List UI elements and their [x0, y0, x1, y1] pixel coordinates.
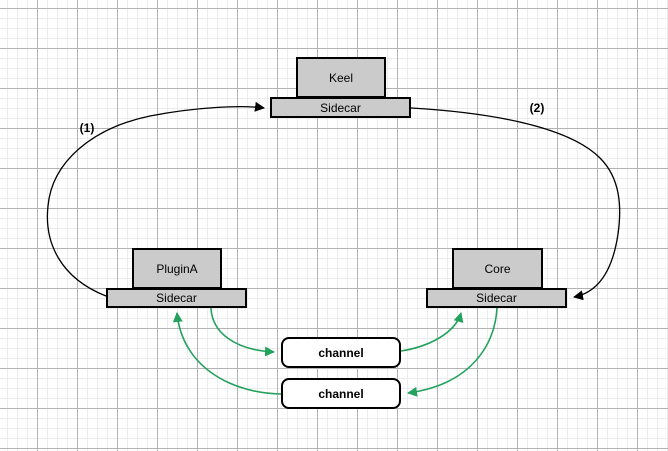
- node-keel-label: Keel: [328, 70, 354, 85]
- edge-plugina-sidecar-to-channel-top[interactable]: [210, 307, 275, 357]
- node-channel-bottom-label: channel: [318, 386, 364, 401]
- node-core-sidecar-label: Sidecar: [476, 291, 517, 305]
- node-channel-top-label: channel: [318, 345, 364, 360]
- node-keel-sidecar[interactable]: Sidecar: [270, 97, 411, 118]
- edge-channel-top-to-core-sidecar[interactable]: [400, 312, 464, 352]
- node-plugina-label: PluginA: [156, 261, 198, 276]
- node-core-label: Core: [484, 261, 511, 276]
- node-plugina-sidecar[interactable]: Sidecar: [106, 288, 247, 308]
- node-keel-sidecar-label: Sidecar: [320, 100, 361, 115]
- node-plugina[interactable]: PluginA: [132, 248, 222, 289]
- edge-step2-keel-sidecar-to-core-sidecar[interactable]: [410, 107, 621, 301]
- edge-label-step1[interactable]: (1): [79, 121, 95, 135]
- edge-label-step2[interactable]: (2): [529, 101, 545, 115]
- node-plugina-sidecar-label: Sidecar: [156, 291, 197, 305]
- edge-step1-plugina-sidecar-to-keel-sidecar[interactable]: [46, 101, 265, 297]
- edge-core-sidecar-to-channel-bottom[interactable]: [407, 307, 498, 397]
- node-core-sidecar[interactable]: Sidecar: [426, 288, 567, 308]
- node-keel[interactable]: Keel: [296, 57, 386, 98]
- node-channel-bottom[interactable]: channel: [281, 378, 401, 409]
- node-core[interactable]: Core: [452, 248, 543, 289]
- node-channel-top[interactable]: channel: [281, 337, 401, 368]
- edge-channel-bottom-to-plugina-sidecar[interactable]: [172, 312, 282, 395]
